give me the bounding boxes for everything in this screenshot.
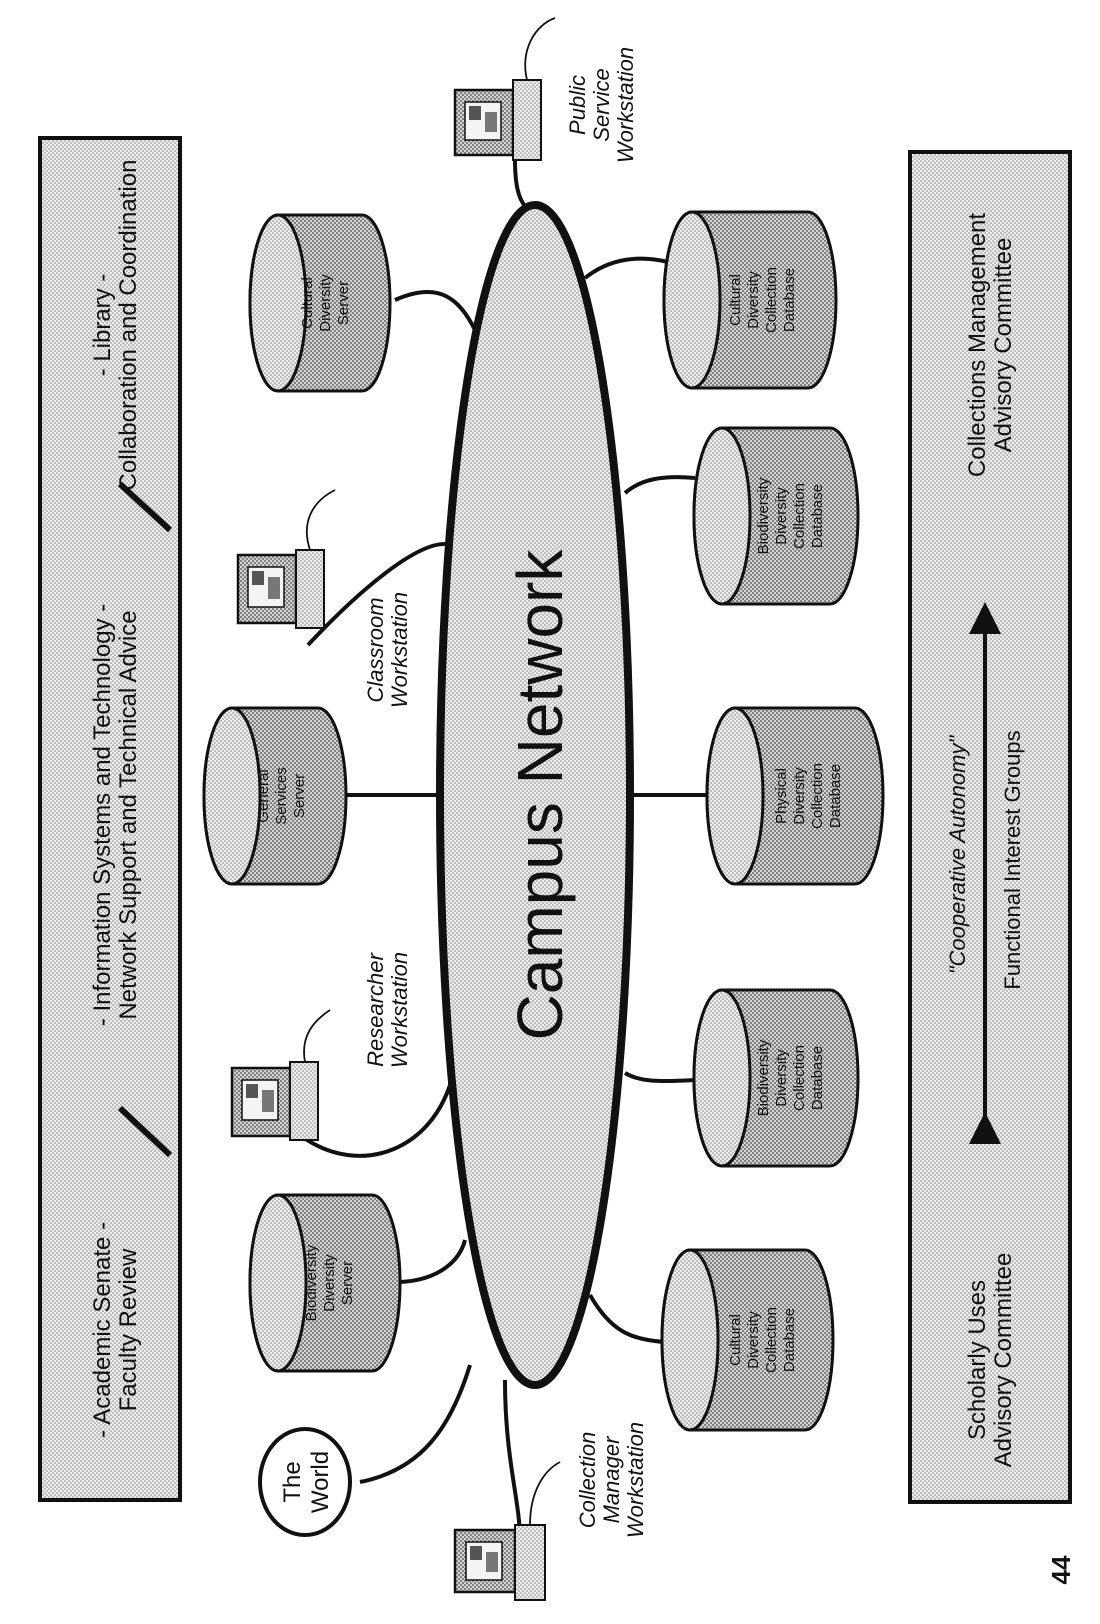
workstation-icon: [236, 489, 336, 629]
database-label-line1: Biodiversity: [755, 1039, 772, 1116]
workstation-label: Public Service Workstation: [565, 47, 638, 163]
workstation-label-line2: Service: [589, 68, 614, 141]
workstation-label: Collection Manager Workstation: [575, 1422, 648, 1538]
database-label-line1: Physical: [773, 768, 790, 824]
workstation-label-line3: Workstation: [623, 1422, 648, 1538]
academic-senate-title: - Academic Senate -: [89, 1222, 116, 1438]
campus-network-label: Campus Network: [504, 549, 576, 1041]
server-label-line1: Biodiversity: [303, 1244, 320, 1321]
server-cylinder: Cultural Diversity Server: [248, 213, 392, 393]
database-label-line4: Database: [781, 1308, 798, 1372]
database-label-line2: Diversity: [745, 1311, 762, 1369]
top-advisory-bar: - Academic Senate - Faculty Review - Inf…: [38, 136, 182, 1502]
database-label-line2: Diversity: [791, 767, 808, 825]
ist-title: - Information Systems and Technology -: [89, 604, 116, 1026]
collections-management-subtitle: Advisory Committee: [990, 238, 1017, 453]
database-label-line2: Diversity: [745, 271, 762, 329]
separator-slash: [117, 1105, 173, 1158]
database-label-line1: Biodiversity: [755, 477, 772, 554]
world-label-line2: World: [307, 1451, 334, 1513]
functional-interest-groups-text: Functional Interest Groups: [1000, 730, 1025, 989]
database-label-line3: Collection: [791, 483, 808, 549]
workstation-label-line1: Classroom: [363, 597, 388, 702]
the-world-node: The World: [258, 1427, 352, 1537]
workstation-label: Classroom Workstation: [363, 592, 412, 708]
server-label-line3: Server: [339, 1261, 356, 1305]
workstation-label-line2: Workstation: [387, 592, 412, 708]
database-cylinder: Biodiversity Diversity Collection Databa…: [692, 988, 860, 1168]
workstation-label-line1: Public: [565, 75, 590, 135]
library-title: - Library -: [89, 274, 116, 377]
workstation-label-line2: Manager: [599, 1435, 624, 1524]
database-label-line2: Diversity: [773, 487, 790, 545]
server-cylinder: Biodiversity Diversity Server: [248, 1193, 402, 1373]
database-cylinder: Cultural Diversity Collection Database: [662, 210, 838, 390]
server-label-line2: Services: [273, 767, 290, 825]
separator-slash: [117, 481, 173, 533]
database-label-line4: Database: [827, 764, 844, 828]
scholarly-uses-subtitle: Advisory Committee: [990, 1253, 1017, 1468]
database-label-line3: Collection: [763, 267, 780, 333]
database-label-line4: Database: [809, 484, 826, 548]
world-label-line1: The: [279, 1461, 306, 1502]
workstation-label-line1: Collection: [575, 1432, 600, 1529]
server-label-line3: Server: [291, 774, 308, 818]
workstation-label: Researcher Workstation: [363, 951, 412, 1068]
workstation-icon: [230, 1009, 331, 1141]
server-label-line1: General: [255, 769, 272, 822]
database-label-line2: Diversity: [773, 1049, 790, 1107]
database-label-line3: Collection: [809, 763, 826, 829]
workstation-label-line2: Workstation: [387, 952, 412, 1068]
database-label-line4: Database: [809, 1046, 826, 1110]
workstation-label-line1: Researcher: [363, 951, 388, 1066]
workstation-icon: [453, 17, 556, 161]
bottom-advisory-bar: Scholarly Uses Advisory Committee "Coope…: [908, 150, 1072, 1504]
database-label-line3: Collection: [763, 1307, 780, 1373]
server-label-line2: Diversity: [321, 1254, 338, 1312]
database-cylinder: Biodiversity Diversity Collection Databa…: [692, 426, 860, 606]
database-label-line1: Cultural: [727, 274, 744, 326]
database-label-line1: Cultural: [727, 1314, 744, 1366]
workstation-icon: [453, 1461, 561, 1601]
campus-network: Campus Network: [436, 201, 634, 1389]
academic-senate-subtitle: Faculty Review: [115, 1248, 142, 1411]
workstation-label-line3: Workstation: [613, 47, 638, 163]
server-label-line1: Cultural: [299, 277, 316, 329]
database-cylinder: Physical Diversity Collection Database: [705, 706, 885, 886]
server-label-line2: Diversity: [317, 274, 334, 332]
database-cylinder: Cultural Diversity Collection Database: [660, 1248, 835, 1432]
cooperative-autonomy-text: "Cooperative Autonomy": [945, 735, 970, 975]
database-label-line3: Collection: [791, 1045, 808, 1111]
collections-management-title: Collections Management: [964, 213, 991, 477]
ist-subtitle: Network Support and Technical Advice: [115, 610, 142, 1019]
network-connections: [298, 159, 708, 1541]
scholarly-uses-title: Scholarly Uses: [964, 1280, 991, 1440]
server-cylinder: General Services Server: [202, 706, 348, 886]
server-label-line3: Server: [335, 281, 352, 325]
database-label-line4: Database: [781, 268, 798, 332]
page-number: 44: [1046, 1555, 1076, 1584]
library-subtitle: Collaboration and Coordination: [115, 160, 142, 491]
